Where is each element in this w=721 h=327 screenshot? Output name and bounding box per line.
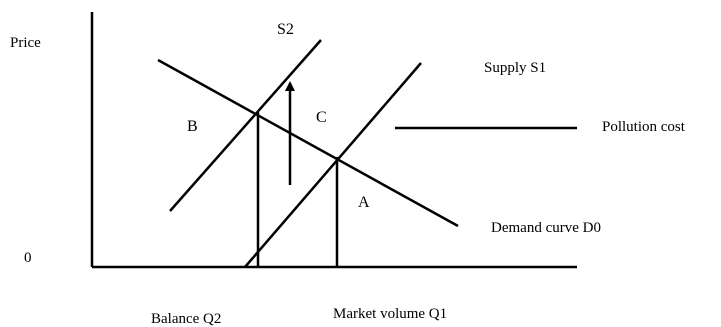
region-c-label: C <box>316 109 327 126</box>
supply-curve-s1 <box>244 62 422 268</box>
region-b-label: B <box>187 118 198 135</box>
region-a-label: A <box>358 194 370 211</box>
demand-curve-label: Demand curve D0 <box>491 220 601 236</box>
balance-q2-label: Balance Q2 <box>151 311 221 327</box>
origin-label: 0 <box>24 250 32 266</box>
supply-curve-s2 <box>169 39 322 212</box>
price-label: Price <box>10 35 41 51</box>
s2-label: S2 <box>277 21 294 38</box>
demand-curve-d0 <box>157 58 459 228</box>
pollution-cost-label: Pollution cost <box>602 119 686 135</box>
supply-s1-label: Supply S1 <box>484 60 546 76</box>
market-volume-q1-label: Market volume Q1 <box>333 306 447 322</box>
